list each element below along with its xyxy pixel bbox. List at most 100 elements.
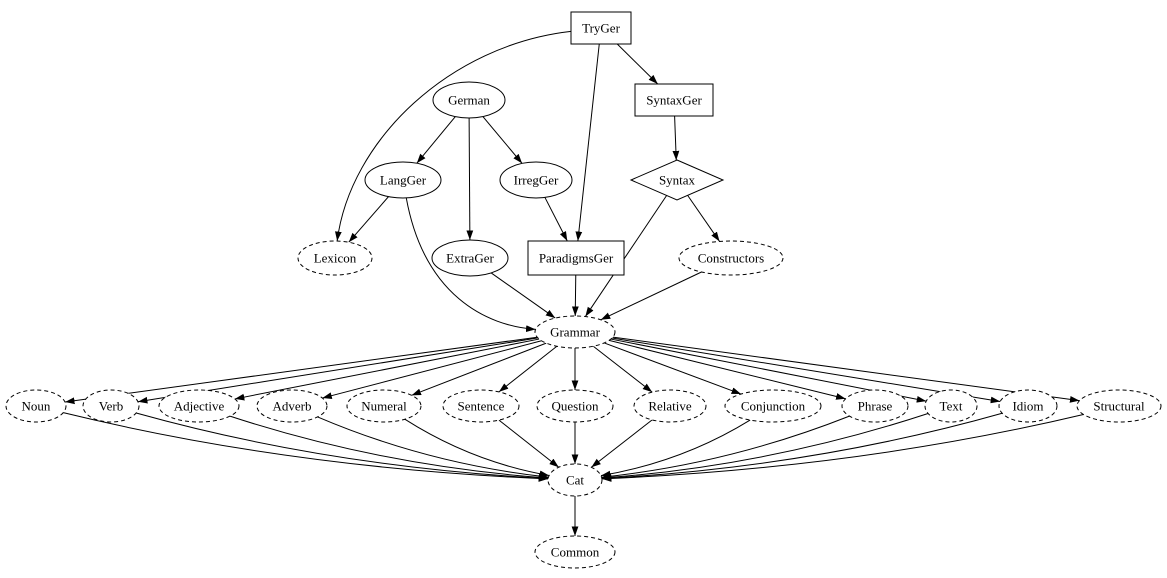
node-shape-Adverb	[256, 389, 328, 423]
edge-Conjunction-Cat	[600, 419, 751, 478]
node-Cat: Cat	[547, 463, 603, 497]
edge-SyntaxGer-Syntax	[672, 115, 680, 161]
edge-Grammar-Numeral	[411, 342, 547, 396]
node-Syntax: Syntax	[629, 159, 725, 201]
node-shape-Lexicon	[297, 240, 373, 276]
edge-Noun-Cat	[63, 412, 549, 482]
node-label-Cat: Cat	[566, 473, 584, 488]
node-LangGer: LangGer	[364, 161, 442, 199]
node-shape-Numeral	[346, 389, 422, 423]
node-Lexicon: Lexicon	[297, 240, 373, 276]
node-label-Constructors: Constructors	[698, 251, 764, 266]
node-label-Conjunction: Conjunction	[741, 399, 806, 414]
edge-Grammar-Relative	[592, 345, 653, 393]
node-shape-Noun	[5, 389, 67, 423]
node-Constructors: Constructors	[678, 240, 784, 276]
node-shape-German	[432, 81, 506, 119]
node-Numeral: Numeral	[346, 389, 422, 423]
edge-Grammar-Adverb	[322, 340, 542, 399]
edge-Grammar-Phrase	[608, 339, 846, 400]
node-shape-LangGer	[364, 161, 442, 199]
node-Idiom: Idiom	[998, 389, 1058, 423]
node-label-Text: Text	[940, 399, 963, 414]
node-IrregGer: IrregGer	[499, 161, 573, 199]
edge-TryGer-SyntaxGer	[616, 43, 659, 85]
edge-Grammar-Noun	[64, 336, 538, 405]
edge-Idiom-Cat	[601, 412, 1003, 482]
node-Grammar: Grammar	[534, 315, 616, 349]
node-label-Structural: Structural	[1093, 399, 1145, 414]
node-shape-ParadigmsGer	[527, 240, 625, 276]
node-label-Relative: Relative	[648, 399, 692, 414]
node-shape-Constructors	[678, 240, 784, 276]
node-shape-ExtraGer	[431, 239, 509, 277]
node-Text: Text	[924, 389, 978, 423]
node-shape-Verb	[82, 389, 140, 423]
node-SyntaxGer: SyntaxGer	[634, 83, 714, 117]
node-Phrase: Phrase	[841, 389, 909, 423]
edge-LangGer-Lexicon	[348, 196, 389, 243]
node-shape-Structural	[1076, 389, 1162, 423]
edge-German-LangGer	[416, 116, 456, 164]
node-shape-Grammar	[534, 315, 616, 349]
edge-Grammar-Idiom	[611, 337, 1001, 404]
node-shape-Text	[924, 389, 978, 423]
node-label-ExtraGer: ExtraGer	[446, 251, 494, 266]
node-label-Phrase: Phrase	[858, 399, 893, 414]
node-label-Sentence: Sentence	[458, 399, 505, 414]
edge-Grammar-Sentence	[498, 345, 558, 393]
edge-LangGer-Grammar	[405, 197, 536, 333]
edge-TryGer-Lexicon	[334, 30, 572, 242]
node-shape-Common	[534, 535, 616, 569]
node-label-IrregGer: IrregGer	[514, 173, 559, 188]
node-Sentence: Sentence	[442, 389, 520, 423]
node-shape-Conjunction	[724, 389, 822, 423]
node-shape-Cat	[547, 463, 603, 497]
edge-Phrase-Cat	[601, 415, 850, 480]
node-Conjunction: Conjunction	[724, 389, 822, 423]
node-label-ParadigmsGer: ParadigmsGer	[539, 251, 614, 266]
node-ParadigmsGer: ParadigmsGer	[527, 240, 625, 276]
node-shape-Adjective	[158, 389, 240, 423]
edge-Grammar-Structural	[612, 336, 1080, 403]
node-label-Idiom: Idiom	[1012, 399, 1043, 414]
node-TryGer: TryGer	[570, 11, 632, 45]
edge-Structural-Cat	[601, 413, 1084, 482]
edge-Text-Cat	[601, 413, 929, 481]
edge-German-IrregGer	[482, 116, 523, 164]
edge-IrregGer-ParadigmsGer	[544, 197, 568, 242]
node-German: German	[432, 81, 506, 119]
node-Common: Common	[534, 535, 616, 569]
edge-Grammar-Adjective	[234, 338, 540, 401]
node-label-Grammar: Grammar	[550, 325, 600, 340]
node-label-Adverb: Adverb	[273, 399, 312, 414]
node-label-German: German	[448, 93, 490, 108]
node-label-Question: Question	[552, 399, 599, 414]
edge-Numeral-Cat	[404, 418, 550, 478]
edge-Sentence-Cat	[498, 419, 560, 468]
node-Adverb: Adverb	[256, 389, 328, 423]
node-label-Lexicon: Lexicon	[314, 251, 357, 266]
node-label-Verb: Verb	[99, 399, 124, 414]
edge-ExtraGer-Grammar	[490, 272, 556, 319]
node-shape-Relative	[633, 389, 707, 423]
node-shape-Phrase	[841, 389, 909, 423]
node-shape-TryGer	[570, 11, 632, 45]
node-label-Syntax: Syntax	[659, 173, 696, 188]
edge-Constructors-Grammar	[600, 271, 702, 321]
node-Question: Question	[536, 389, 614, 423]
edge-Verb-Cat	[136, 412, 549, 482]
edge-ParadigmsGer-Grammar	[571, 274, 579, 317]
node-Structural: Structural	[1076, 389, 1162, 423]
node-label-Numeral: Numeral	[361, 399, 407, 414]
node-shape-SyntaxGer	[634, 83, 714, 117]
edge-Syntax-Grammar	[584, 195, 668, 317]
node-shape-Sentence	[442, 389, 520, 423]
edge-Adverb-Cat	[317, 416, 549, 480]
node-ExtraGer: ExtraGer	[431, 239, 509, 277]
node-Verb: Verb	[82, 389, 140, 423]
edge-German-ExtraGer	[466, 117, 474, 241]
node-label-SyntaxGer: SyntaxGer	[646, 93, 702, 108]
